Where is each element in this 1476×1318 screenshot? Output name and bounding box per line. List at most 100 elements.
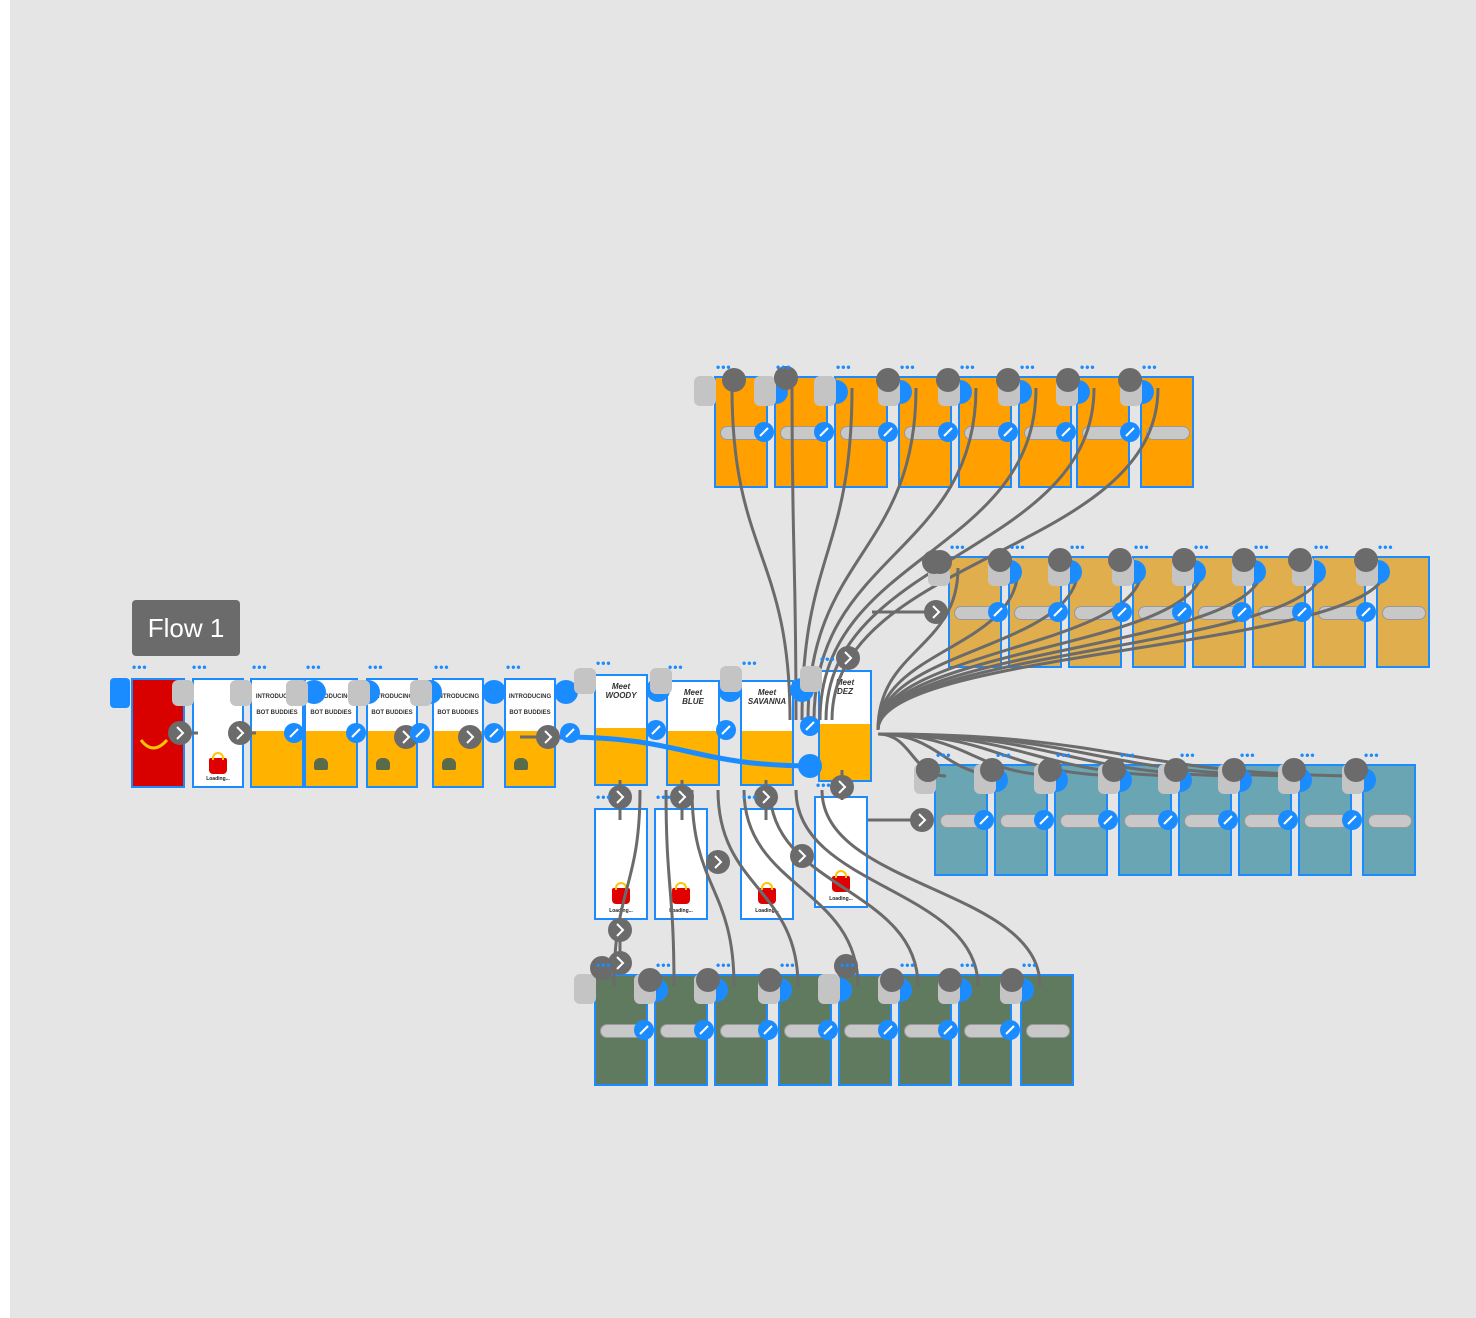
artboard-gold-1[interactable]: [948, 556, 1002, 668]
artboard-green-2[interactable]: [654, 974, 708, 1086]
artboard-orange-2[interactable]: [774, 376, 828, 488]
artboard-gold-4[interactable]: [1132, 556, 1186, 668]
more-dots-icon[interactable]: •••: [506, 660, 522, 674]
more-dots-icon[interactable]: •••: [656, 958, 672, 972]
artboard-loading-savanna[interactable]: Loading...: [740, 808, 794, 920]
more-dots-icon[interactable]: •••: [900, 360, 916, 374]
artboard-intro-4[interactable]: INTRODUCING BOT BUDDIES: [432, 678, 484, 788]
artboard-intro-1[interactable]: INTRODUCING BOT BUDDIES: [250, 678, 304, 788]
artboard-green-3[interactable]: [714, 974, 768, 1086]
more-dots-icon[interactable]: •••: [950, 540, 966, 554]
artboard-meet-blue[interactable]: Meet BLUE: [666, 680, 720, 786]
more-dots-icon[interactable]: •••: [368, 660, 384, 674]
artboard-orange-1[interactable]: [714, 376, 768, 488]
artboard-gold-7[interactable]: [1312, 556, 1366, 668]
artboard-splash[interactable]: [131, 678, 185, 788]
more-dots-icon[interactable]: •••: [960, 360, 976, 374]
more-dots-icon[interactable]: •••: [434, 660, 450, 674]
artboard-loading-dez[interactable]: Loading...: [814, 796, 868, 908]
more-dots-icon[interactable]: •••: [1180, 748, 1196, 762]
more-dots-icon[interactable]: •••: [1300, 748, 1316, 762]
more-dots-icon[interactable]: •••: [668, 660, 684, 674]
more-dots-icon[interactable]: •••: [1120, 748, 1136, 762]
more-dots-icon[interactable]: •••: [742, 790, 758, 804]
more-dots-icon[interactable]: •••: [1134, 540, 1150, 554]
more-dots-icon[interactable]: •••: [192, 660, 208, 674]
more-dots-icon[interactable]: •••: [1022, 958, 1038, 972]
progress-strip: [1020, 426, 1070, 440]
more-dots-icon[interactable]: •••: [1070, 540, 1086, 554]
artboard-meet-dez[interactable]: Meet DEZ: [818, 670, 872, 782]
more-dots-icon[interactable]: •••: [820, 652, 836, 666]
artboard-gold-2[interactable]: [1008, 556, 1062, 668]
artboard-orange-4[interactable]: [898, 376, 952, 488]
more-dots-icon[interactable]: •••: [1010, 540, 1026, 554]
more-dots-icon[interactable]: •••: [996, 748, 1012, 762]
more-dots-icon[interactable]: •••: [716, 360, 732, 374]
more-dots-icon[interactable]: •••: [936, 748, 952, 762]
artboard-loading-1[interactable]: Loading...: [192, 678, 244, 788]
more-dots-icon[interactable]: •••: [816, 778, 832, 792]
more-dots-icon[interactable]: •••: [1240, 748, 1256, 762]
meet-blue-title: Meet BLUE: [682, 688, 704, 706]
more-dots-icon[interactable]: •••: [960, 958, 976, 972]
yellow-band: [306, 730, 356, 786]
artboard-green-8[interactable]: [1020, 974, 1074, 1086]
more-dots-icon[interactable]: •••: [1080, 360, 1096, 374]
more-dots-icon[interactable]: •••: [656, 790, 672, 804]
artboard-meet-woody[interactable]: Meet WOODY: [594, 674, 648, 786]
artboard-intro-2[interactable]: INTRODUCING BOT BUDDIES: [304, 678, 358, 788]
artboard-loading-blue[interactable]: Loading...: [654, 808, 708, 920]
artboard-teal-4[interactable]: [1118, 764, 1172, 876]
flow-label[interactable]: Flow 1: [132, 600, 240, 656]
artboard-teal-1[interactable]: [934, 764, 988, 876]
artboard-meet-savanna[interactable]: Meet SAVANNA: [740, 680, 794, 786]
artboard-teal-2[interactable]: [994, 764, 1048, 876]
artboard-teal-7[interactable]: [1298, 764, 1352, 876]
artboard-orange-8[interactable]: [1140, 376, 1194, 488]
more-dots-icon[interactable]: •••: [780, 958, 796, 972]
more-dots-icon[interactable]: •••: [1378, 540, 1394, 554]
more-dots-icon[interactable]: •••: [716, 958, 732, 972]
more-dots-icon[interactable]: •••: [1142, 360, 1158, 374]
artboard-gold-8[interactable]: [1376, 556, 1430, 668]
artboard-green-1[interactable]: [594, 974, 648, 1086]
artboard-teal-8[interactable]: [1362, 764, 1416, 876]
artboard-orange-6[interactable]: [1018, 376, 1072, 488]
more-dots-icon[interactable]: •••: [742, 656, 758, 670]
progress-pill: [720, 426, 764, 440]
artboard-green-7[interactable]: [958, 974, 1012, 1086]
more-dots-icon[interactable]: •••: [836, 360, 852, 374]
more-dots-icon[interactable]: •••: [1364, 748, 1380, 762]
artboard-gold-3[interactable]: [1068, 556, 1122, 668]
more-dots-icon[interactable]: •••: [596, 958, 612, 972]
artboard-orange-3[interactable]: [834, 376, 888, 488]
artboard-orange-7[interactable]: [1076, 376, 1130, 488]
artboard-teal-5[interactable]: [1178, 764, 1232, 876]
artboard-gold-6[interactable]: [1252, 556, 1306, 668]
progress-strip: [900, 1024, 950, 1038]
artboard-intro-5[interactable]: INTRODUCING BOT BUDDIES: [504, 678, 556, 788]
more-dots-icon[interactable]: •••: [776, 360, 792, 374]
artboard-teal-3[interactable]: [1054, 764, 1108, 876]
more-dots-icon[interactable]: •••: [1056, 748, 1072, 762]
more-dots-icon[interactable]: •••: [596, 656, 612, 670]
artboard-green-5[interactable]: [838, 974, 892, 1086]
more-dots-icon[interactable]: •••: [900, 958, 916, 972]
more-dots-icon[interactable]: •••: [1020, 360, 1036, 374]
artboard-gold-5[interactable]: [1192, 556, 1246, 668]
more-dots-icon[interactable]: •••: [1254, 540, 1270, 554]
artboard-loading-woody[interactable]: Loading...: [594, 808, 648, 920]
more-dots-icon[interactable]: •••: [596, 790, 612, 804]
more-dots-icon[interactable]: •••: [1314, 540, 1330, 554]
more-dots-icon[interactable]: •••: [1194, 540, 1210, 554]
more-dots-icon[interactable]: •••: [840, 958, 856, 972]
more-dots-icon[interactable]: •••: [252, 660, 268, 674]
artboard-orange-5[interactable]: [958, 376, 1012, 488]
artboard-teal-6[interactable]: [1238, 764, 1292, 876]
artboard-intro-3[interactable]: INTRODUCING BOT BUDDIES: [366, 678, 418, 788]
more-dots-icon[interactable]: •••: [132, 660, 148, 674]
artboard-green-6[interactable]: [898, 974, 952, 1086]
artboard-green-4[interactable]: [778, 974, 832, 1086]
more-dots-icon[interactable]: •••: [306, 660, 322, 674]
